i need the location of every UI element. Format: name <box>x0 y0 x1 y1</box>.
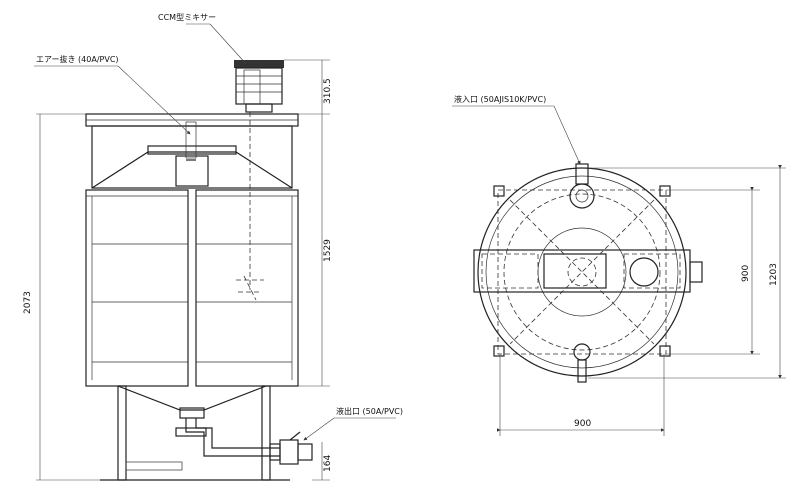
leg-right <box>261 385 271 481</box>
dim-mixer-height: 310.5 <box>323 78 333 104</box>
mixer-hub <box>567 257 597 287</box>
plan-view <box>473 163 703 383</box>
dim-plan-overall: 1203 <box>769 263 779 286</box>
leg-left <box>117 385 127 481</box>
label-mixer: CCM型ミキサー <box>158 13 216 22</box>
plan-outlet <box>573 343 591 361</box>
front-dimensions <box>36 59 330 481</box>
impeller <box>236 275 264 301</box>
mixer-motor <box>234 60 284 113</box>
tank-left-panel <box>85 189 189 387</box>
bottom-cone <box>117 385 267 411</box>
plan-dimensions <box>497 165 786 436</box>
air-vent-pipe <box>185 121 197 159</box>
dim-plan-width: 900 <box>574 419 591 429</box>
label-inlet: 液入口 (50AJIS10K/PVC) <box>454 94 546 104</box>
label-air-vent: エアー抜き (40A/PVC) <box>36 54 119 64</box>
dim-total-height: 2073 <box>23 291 33 314</box>
label-outlet: 液出口 (50A/PVC) <box>336 406 403 416</box>
frame-square <box>497 189 667 355</box>
dim-plan-depth: 900 <box>741 265 751 282</box>
tank-outer-circle <box>477 167 687 377</box>
tank-right-panel <box>195 189 299 387</box>
dim-leg-height: 164 <box>323 455 333 472</box>
front-elevation <box>85 60 313 481</box>
tank-dome <box>91 151 293 189</box>
inlet-flange <box>569 183 595 209</box>
upper-housing <box>91 125 293 189</box>
outlet-valve <box>279 439 299 465</box>
dim-tank-height: 1529 <box>323 239 333 262</box>
outlet-pipe <box>185 418 280 457</box>
